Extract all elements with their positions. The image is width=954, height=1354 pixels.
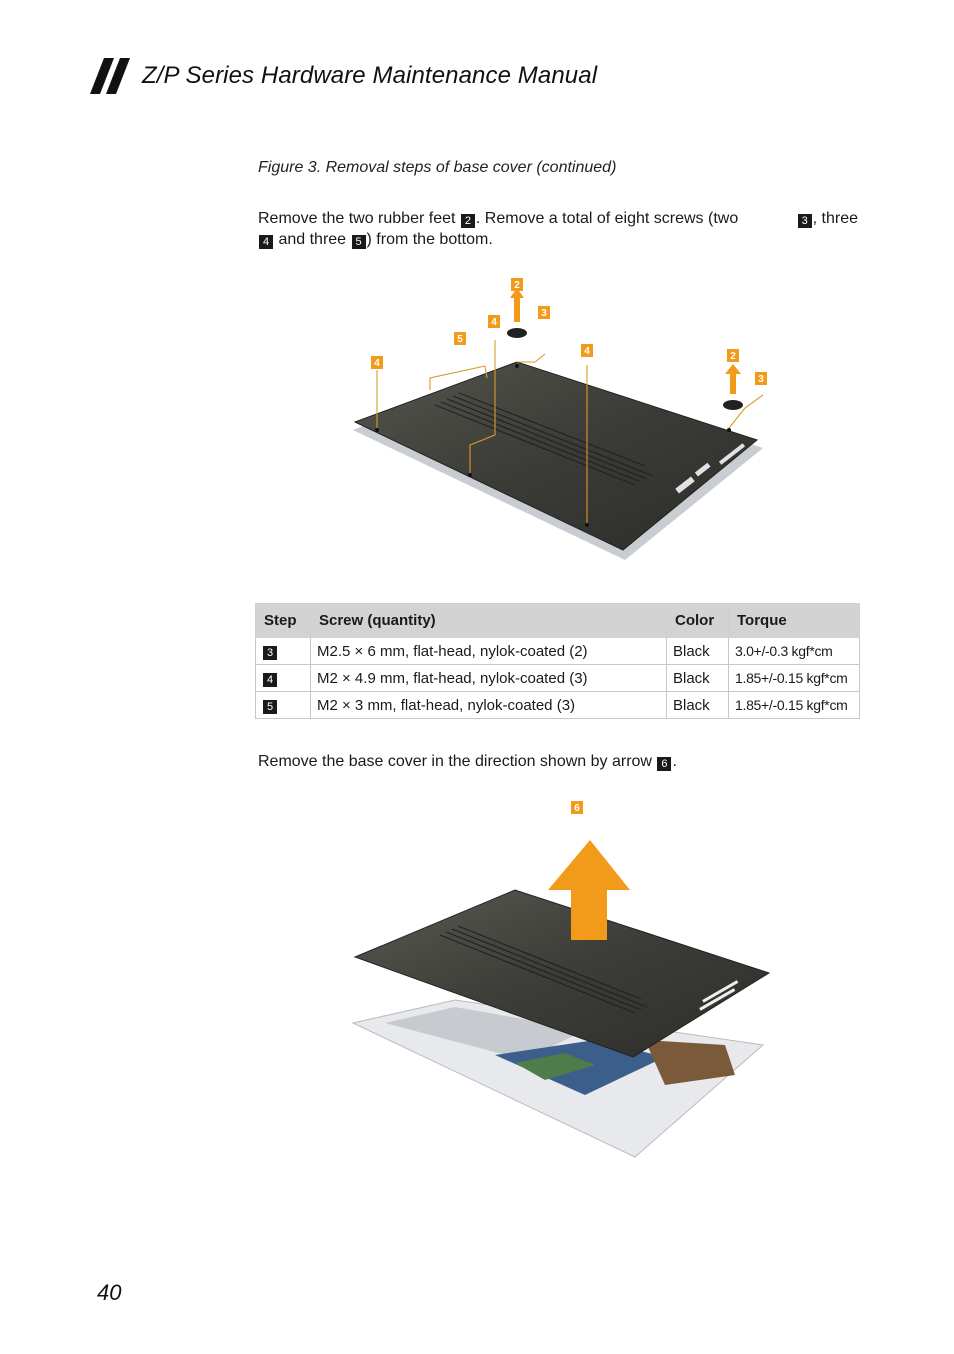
step-badge: 4: [263, 673, 277, 687]
side-vents-icon: [699, 980, 739, 1011]
table-header-color: Color: [666, 603, 729, 638]
table-row: 3 M2.5 × 6 mm, flat-head, nylok-coated (…: [255, 637, 860, 665]
table-header-screw: Screw (quantity): [310, 603, 667, 638]
callout-label: 5: [454, 332, 466, 345]
instruction-text-a: Remove the two rubber feet: [258, 210, 456, 227]
callout-label: 4: [581, 344, 593, 357]
svg-text:3: 3: [758, 374, 764, 385]
table-cell-screw: M2 × 4.9 mm, flat-head, nylok-coated (3): [310, 664, 667, 692]
svg-text:2: 2: [514, 280, 520, 291]
table-cell-step: 5: [255, 691, 311, 719]
lift-arrow-icon: [548, 840, 630, 940]
base-cover-screws-diagram: 2 3 4 5 4 4 2 3: [353, 278, 767, 560]
instruction-text-e: ) from the bottom.: [366, 231, 493, 248]
step-badge: 3: [263, 646, 277, 660]
lift-arrow-icon: [510, 288, 741, 394]
svg-text:3: 3: [541, 308, 547, 319]
table-cell-torque: 3.0+/-0.3 kgf*cm: [728, 637, 860, 665]
callout-label: 4: [371, 356, 383, 369]
instruction-paragraph-2: Remove the base cover in the direction s…: [258, 751, 677, 772]
svg-text:4: 4: [491, 317, 497, 328]
svg-text:4: 4: [584, 346, 590, 357]
instruction-text: 3, three: [797, 208, 858, 229]
callout-label: 3: [755, 372, 767, 385]
table-header-torque: Torque: [728, 603, 860, 638]
step-badge-3: 3: [797, 214, 812, 228]
manual-title: Z/P Series Hardware Maintenance Manual: [142, 62, 598, 89]
vent-grille-icon: [434, 392, 654, 486]
rubber-foot: [723, 400, 743, 410]
base-cover-shape: [353, 361, 759, 551]
callout-label: 2: [511, 278, 523, 291]
step-badge-4: 4: [259, 235, 273, 249]
table-cell-color: Black: [666, 664, 729, 692]
step-badge-feet: 2: [460, 214, 475, 228]
svg-text:2: 2: [730, 351, 736, 362]
rubber-foot: [507, 328, 527, 338]
table-cell-torque: 1.85+/-0.15 kgf*cm: [728, 691, 860, 719]
table-row: 4 M2 × 4.9 mm, flat-head, nylok-coated (…: [255, 664, 860, 692]
screw-markers: [375, 364, 731, 527]
table-cell-step: 3: [255, 637, 311, 665]
callout-label: 2: [727, 349, 739, 362]
instruction-text: Remove the two rubber feet 2. Remove a t…: [258, 208, 738, 229]
table-cell-step: 4: [255, 664, 311, 692]
instruction-text-b: . Remove a total of eight screws (two: [475, 210, 739, 227]
instruction-text-c: , three: [812, 210, 858, 227]
heatsink: [645, 1040, 735, 1085]
instruction-paragraph-1: Remove the two rubber feet 2. Remove a t…: [258, 208, 858, 250]
table-header-step: Step: [255, 603, 311, 638]
table-cell-color: Black: [666, 637, 729, 665]
hard-drive-bay: [385, 1007, 585, 1060]
memory-module: [515, 1053, 595, 1080]
instruction-text-d: and three: [278, 231, 347, 248]
base-cover-lift-diagram: 6: [351, 801, 771, 1158]
step-badge-5: 5: [351, 235, 366, 249]
table-header-row: Step Screw (quantity) Color Torque: [255, 603, 860, 638]
vent-grille-icon: [439, 925, 648, 1014]
table-cell-screw: M2.5 × 6 mm, flat-head, nylok-coated (2): [310, 637, 667, 665]
table-row: 5 M2 × 3 mm, flat-head, nylok-coated (3)…: [255, 691, 860, 719]
callout-label: 4: [488, 315, 500, 328]
callout-label: 3: [538, 306, 550, 319]
instruction-text-2b: .: [672, 753, 677, 770]
table-cell-screw: M2 × 3 mm, flat-head, nylok-coated (3): [310, 691, 667, 719]
step-badge-6: 6: [657, 757, 672, 771]
table-cell-color: Black: [666, 691, 729, 719]
svg-text:6: 6: [574, 803, 580, 814]
svg-text:5: 5: [457, 334, 463, 345]
callout-leader-lines: [376, 340, 764, 525]
table-cell-torque: 1.85+/-0.15 kgf*cm: [728, 664, 860, 692]
callout-labels: 2 3 4 5 4 4 2 3: [371, 278, 767, 385]
callout-label: 6: [571, 801, 583, 814]
svg-text:4: 4: [374, 358, 380, 369]
instruction-text-2a: Remove the base cover in the direction s…: [258, 753, 652, 770]
figure-caption: Figure 3. Removal steps of base cover (c…: [258, 159, 617, 176]
side-ports-icon: [675, 443, 746, 494]
screw-spec-table: Step Screw (quantity) Color Torque 3 M2.…: [255, 603, 860, 719]
step-badge: 5: [263, 700, 277, 714]
page-number: 40: [97, 1280, 122, 1305]
header-slash-mark-icon: [90, 58, 130, 94]
